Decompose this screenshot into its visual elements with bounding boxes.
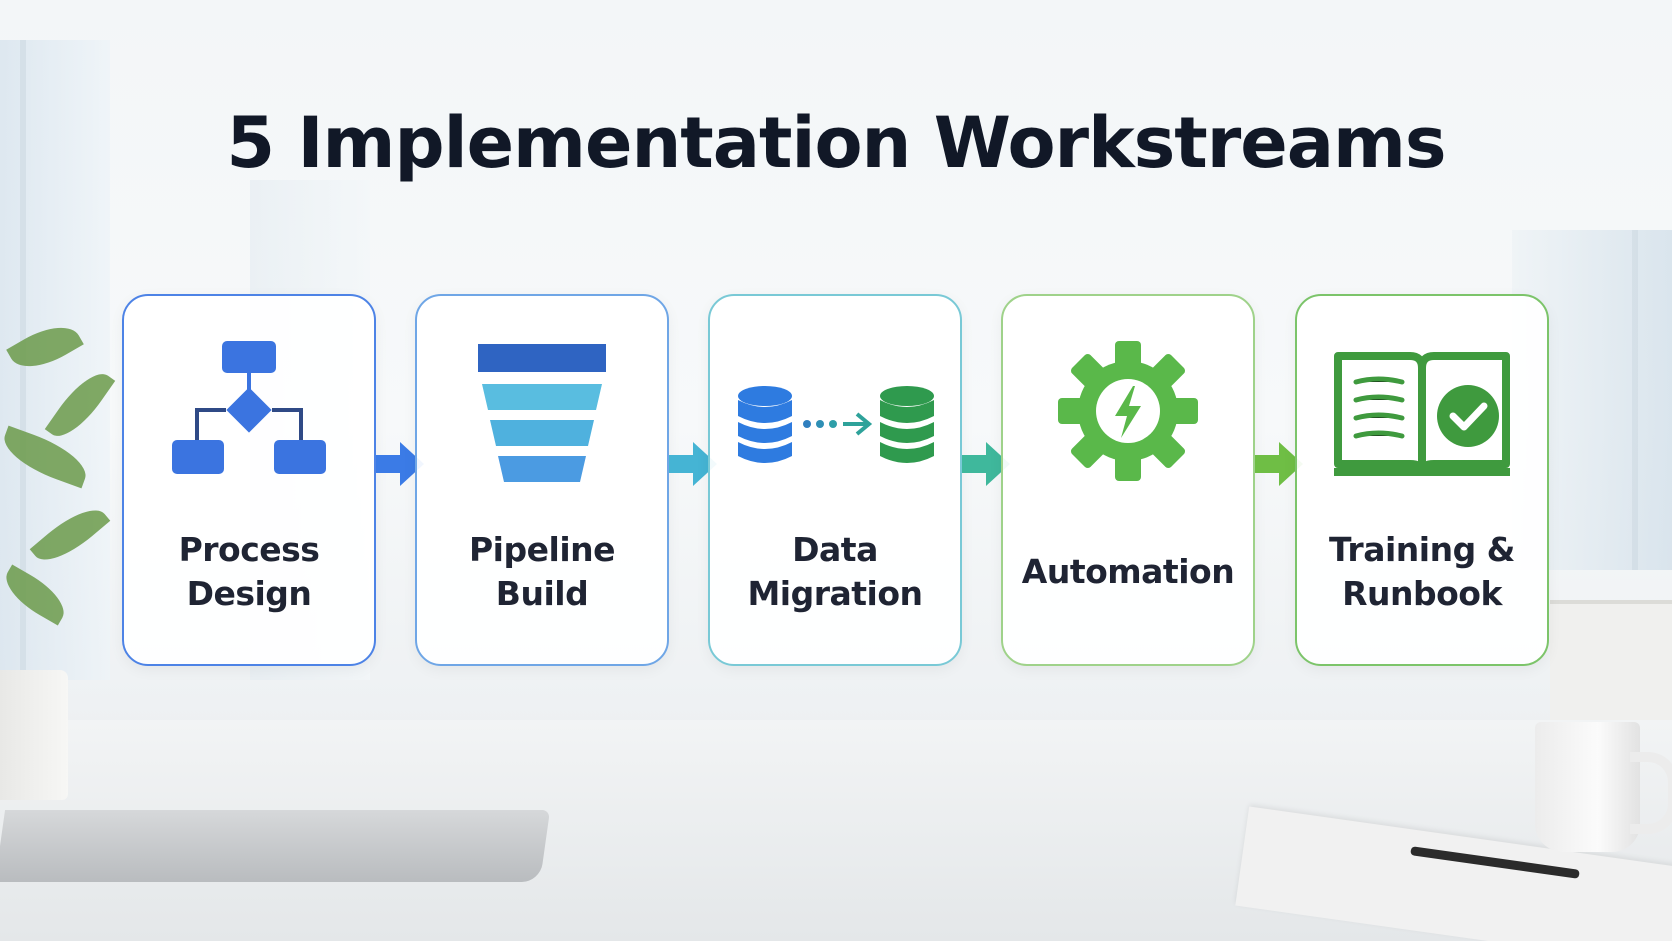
shelf <box>1550 600 1672 734</box>
workstream-label: Data Migration <box>747 530 923 613</box>
window-frame <box>1632 230 1638 570</box>
workstream-card-data-migration: Data Migration <box>708 294 962 666</box>
arrow-right-icon <box>962 442 1010 486</box>
database-transfer-icon <box>710 336 960 486</box>
arrow-right-icon <box>669 442 717 486</box>
workstream-label: Training & Runbook <box>1329 530 1515 613</box>
workstream-label: Automation <box>1021 552 1235 591</box>
coffee-mug <box>1535 722 1640 852</box>
book-check-icon <box>1297 336 1547 486</box>
workstream-card-process-design: Process Design <box>122 294 376 666</box>
workstream-label: Pipeline Build <box>469 530 616 613</box>
laptop <box>0 810 551 882</box>
page-title: 5 Implementation Workstreams <box>226 102 1446 184</box>
arrow-right-icon <box>1255 442 1303 486</box>
lightning-gear-icon <box>1003 336 1253 486</box>
workstream-card-pipeline-build: Pipeline Build <box>415 294 669 666</box>
coffee-mug-handle <box>1630 752 1672 834</box>
workstream-label: Process Design <box>178 530 320 613</box>
plant-pot <box>0 670 68 800</box>
workstream-card-training-runbook: Training & Runbook <box>1295 294 1549 666</box>
pipeline-funnel-icon <box>417 336 667 486</box>
flowchart-icon <box>124 336 374 486</box>
workstream-card-automation: Automation <box>1001 294 1255 666</box>
arrow-right-icon <box>376 442 424 486</box>
